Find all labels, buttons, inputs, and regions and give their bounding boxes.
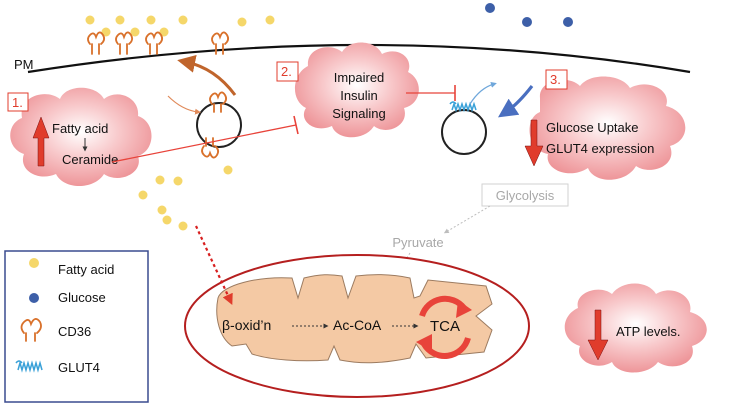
step-3-box [545, 69, 568, 90]
glucose-uptake-cloud [529, 76, 686, 180]
ceramide-cloud [10, 87, 152, 186]
glycolysis-box [481, 183, 569, 207]
step-2-number: 2. [281, 64, 292, 79]
ceramide-inhibition-bar [293, 115, 299, 135]
pyruvate-label: Pyruvate [392, 235, 443, 250]
glucose-uptake-arrow [498, 85, 534, 118]
tca-cycle-icon [416, 295, 472, 359]
cd36-icon-group [87, 31, 230, 55]
decrease-arrow-atp [587, 309, 609, 361]
step-1-box [7, 92, 29, 112]
decrease-arrow-3 [524, 119, 544, 167]
legend-box [4, 250, 149, 403]
pm-label: PM [14, 57, 34, 72]
fatty-acid-label: Fatty acid [52, 121, 108, 136]
cd36-transporter-icon [20, 318, 42, 342]
glut4-translocation-arrow [469, 81, 497, 105]
cd36-icon [87, 31, 106, 55]
tca-label: TCA [430, 318, 460, 335]
glucose-dot-icon [29, 293, 39, 303]
acetyl-coa-label: Ac-CoA [333, 317, 382, 333]
cd36-internalization-arrow [167, 95, 201, 115]
glucose-dots-top [485, 3, 573, 27]
cd36-icon [115, 31, 134, 55]
glycolysis-to-pyruvate-arrow [443, 205, 491, 234]
fatty-acid-dots-cell [138, 165, 233, 231]
glut4-expression-label: GLUT4 expression [546, 141, 654, 156]
glut4-vesicle [441, 109, 487, 155]
ceramide-inhibition-line [111, 124, 297, 163]
legend-glut4-label: GLUT4 [58, 360, 100, 375]
legend-fatty-acid-label: Fatty acid [58, 262, 114, 277]
glut4-transporter-icon [15, 360, 43, 373]
legend-glucose-label: Glucose [58, 290, 106, 305]
signaling-label: Signaling [332, 106, 386, 121]
cd36-vesicle [196, 102, 242, 148]
cd36-translocation-arrow [177, 55, 237, 96]
increase-arrow-1 [32, 116, 50, 167]
cd36-icon [211, 31, 230, 55]
glucose-uptake-label: Glucose Uptake [546, 120, 639, 135]
atp-levels-label: ATP levels. [616, 324, 681, 339]
ceramide-label: Ceramide [62, 152, 118, 167]
cd36-icon [201, 91, 228, 159]
glycolysis-label: Glycolysis [496, 188, 555, 203]
insulin-label: Insulin [340, 88, 378, 103]
beta-oxidation-label: β-oxid’n [222, 317, 271, 333]
cd36-icon [145, 31, 164, 55]
fatty-acid-dot-icon [29, 258, 39, 268]
step-1-number: 1. [12, 95, 23, 110]
insulin-signaling-cloud [294, 42, 419, 138]
legend-cd36-label: CD36 [58, 324, 91, 339]
step-2-box [276, 61, 299, 82]
step-3-number: 3. [550, 72, 561, 87]
fatty-acid-dots-top [85, 15, 275, 37]
impaired-label: Impaired [334, 70, 385, 85]
fatty-acid-to-mitochondria-arrow [195, 225, 233, 305]
glut4-icon [449, 101, 477, 113]
